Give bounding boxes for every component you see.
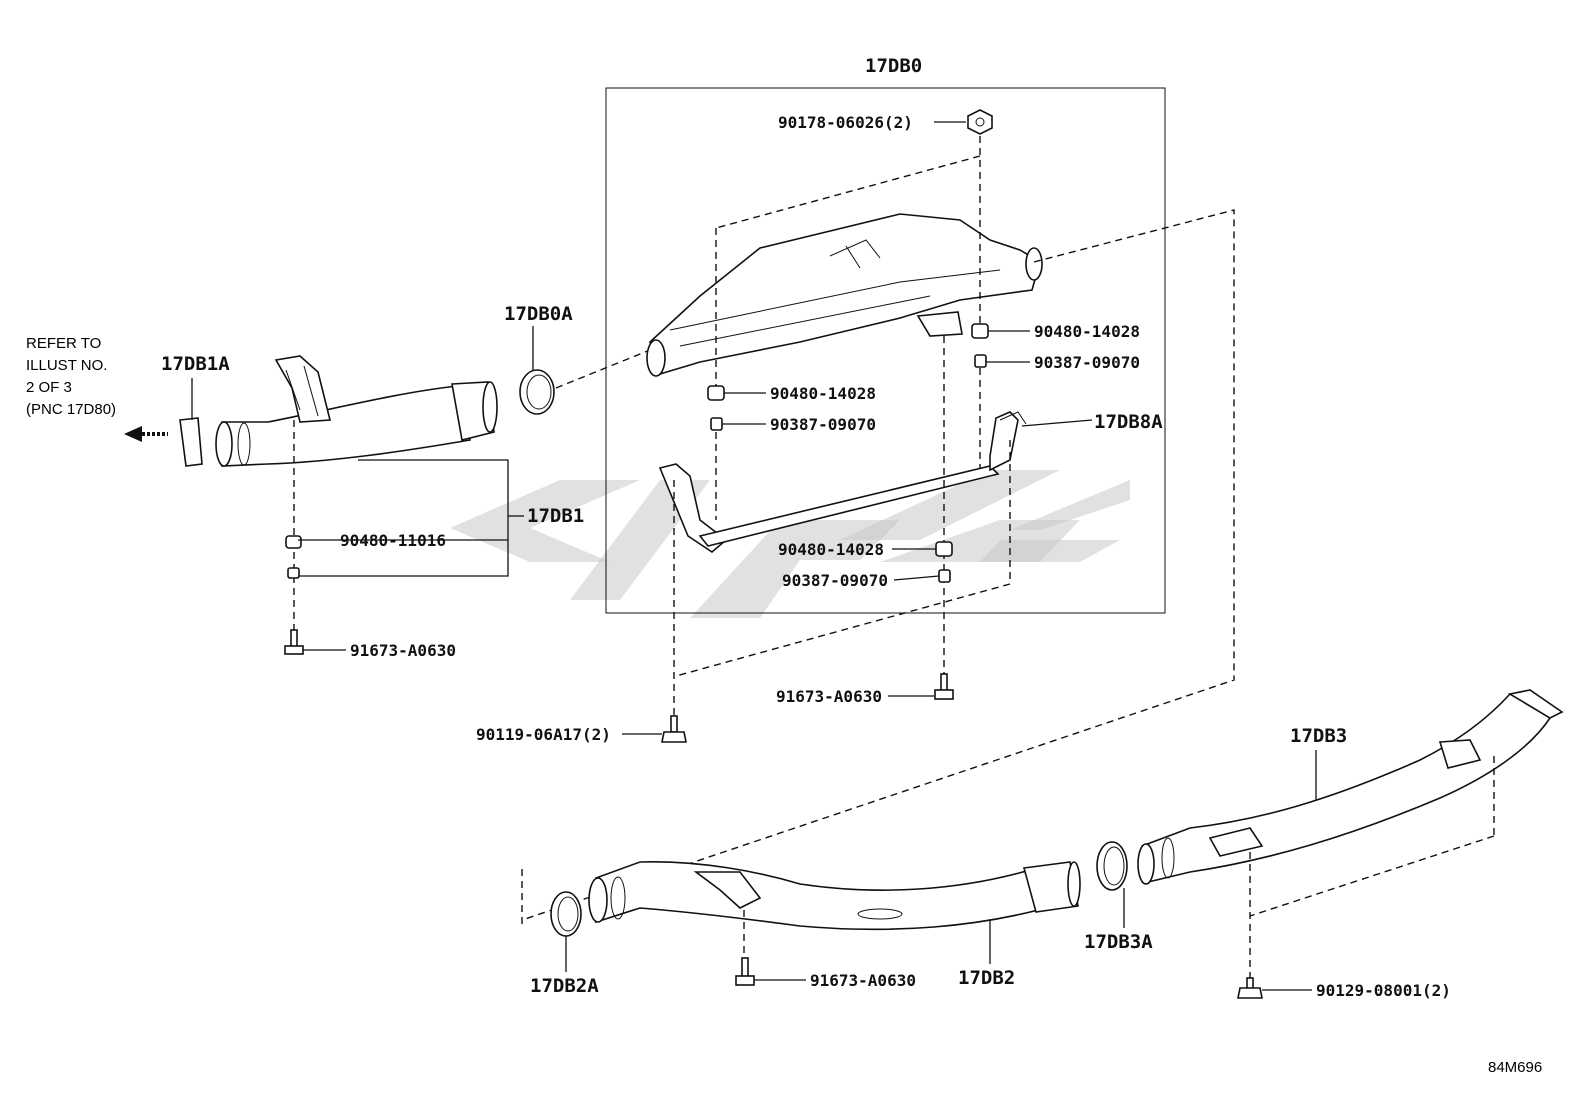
label-90480-14028-low: 90480-14028 — [778, 540, 884, 559]
label-17DB2: 17DB2 — [958, 967, 1015, 989]
label-90387-09070-low: 90387-09070 — [782, 571, 888, 590]
bracket-17DB1 — [299, 459, 509, 577]
bolt-90178-06026 — [967, 109, 993, 135]
label-17DB1A: 17DB1A — [161, 353, 230, 375]
bolt-91673-A0630-center — [934, 673, 954, 700]
collar-90387-right — [974, 354, 987, 368]
label-90387-09070-right: 90387-09070 — [1034, 353, 1140, 372]
refer-line-2: ILLUST NO. — [26, 357, 107, 374]
label-17DB3A: 17DB3A — [1084, 931, 1153, 953]
refer-note: REFER TO ILLUST NO. 2 OF 3 (PNC 17D80) — [26, 335, 116, 418]
dash-17DB3-diag — [1249, 835, 1495, 917]
label-90119-06A17: 90119-06A17(2) — [476, 725, 611, 744]
label-17DB8A: 17DB8A — [1094, 411, 1163, 433]
dash-top-diag — [715, 155, 981, 229]
watermark-logo — [450, 470, 1130, 618]
dash-bracket-diag — [675, 583, 1011, 677]
pipe-17DB3 — [1137, 689, 1564, 885]
collar-left — [287, 567, 300, 579]
bolt-91673-A0630-left — [284, 629, 304, 655]
label-90178-06026: 90178-06026(2) — [778, 113, 913, 132]
bracket-17DB8A — [658, 411, 1027, 554]
label-91673-A0630-center: 91673-A0630 — [776, 687, 882, 706]
silencer-assembly — [646, 213, 1043, 377]
leader-90387-low — [893, 575, 940, 581]
label-90129-08001: 90129-08001(2) — [1316, 981, 1451, 1000]
label-17DB0A: 17DB0A — [504, 303, 573, 325]
refer-line-3: 2 OF 3 — [26, 379, 72, 396]
refer-line-4: (PNC 17D80) — [26, 401, 116, 418]
bolt-91673-A0630-bottom — [735, 957, 755, 986]
assembly-17DB0-box — [605, 87, 1166, 614]
collar-90387-mid — [710, 417, 723, 431]
label-90480-11016: 90480-11016 — [340, 531, 446, 550]
label-90387-09070-mid: 90387-09070 — [770, 415, 876, 434]
grommet-90480-14028-low — [935, 541, 953, 557]
leader-17DB8A — [1021, 419, 1093, 427]
clamp-17DB0A — [519, 369, 555, 415]
grommet-90480-11016 — [285, 535, 302, 549]
label-17DB1: 17DB1 — [527, 505, 584, 527]
bolt-90119-06A17 — [661, 715, 687, 743]
label-91673-A0630-left: 91673-A0630 — [350, 641, 456, 660]
bolt-90129-08001 — [1237, 977, 1263, 999]
clamp-17DB1A — [179, 417, 203, 467]
label-17DB2A: 17DB2A — [530, 975, 599, 997]
collar-90387-low — [938, 569, 951, 583]
footer-code: 84M696 — [1488, 1059, 1542, 1076]
label-17DB0: 17DB0 — [865, 55, 922, 77]
clamp-17DB3A — [1096, 841, 1128, 891]
label-90480-14028-right: 90480-14028 — [1034, 322, 1140, 341]
label-91673-A0630-bottom: 91673-A0630 — [810, 971, 916, 990]
grommet-90480-14028-right — [971, 323, 989, 339]
label-17DB3: 17DB3 — [1290, 725, 1347, 747]
refer-arrow — [124, 426, 168, 442]
clamp-17DB2A — [550, 891, 582, 937]
pipe-17DB2 — [588, 860, 1081, 931]
dash-17DB0A — [555, 349, 651, 389]
grommet-90480-14028-mid — [707, 385, 725, 401]
label-90480-14028-mid: 90480-14028 — [770, 384, 876, 403]
pipe-17DB1 — [215, 355, 498, 467]
refer-line-1: REFER TO — [26, 335, 101, 352]
